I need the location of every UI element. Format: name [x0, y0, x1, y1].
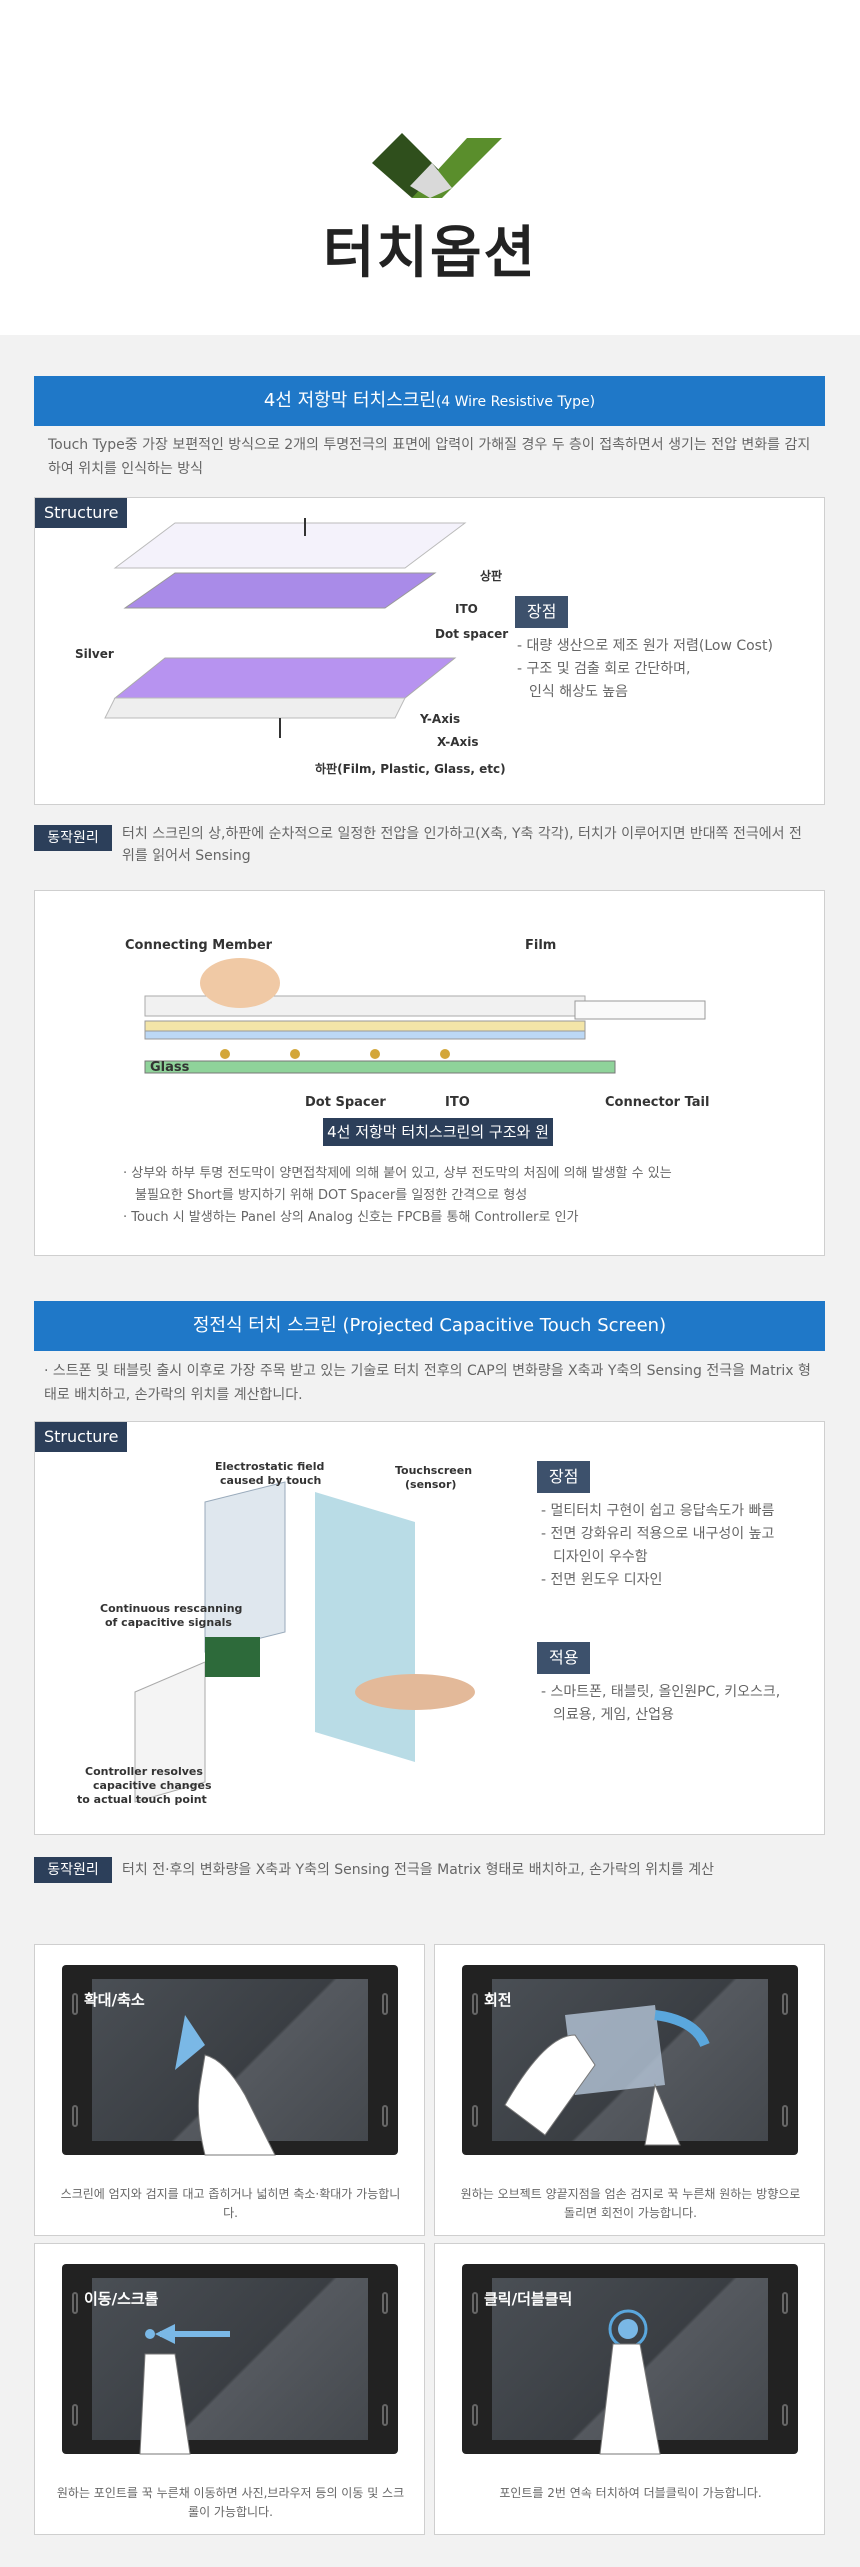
resistive-cross-section-diagram: Connecting Member Film Glass Dot Spacer … — [125, 938, 709, 1110]
gesture-description: 포인트를 2번 연속 터치하여 더블클릭이 가능합니다. — [499, 2486, 762, 2500]
hero-header: 터치옵션 — [0, 0, 860, 335]
resistive-structure-panel: Structure ITO Dot spacer Silver 상판 Y-Axi… — [34, 497, 825, 805]
rotate-hand-icon — [504, 2005, 710, 2146]
section-title: 4선 저항막 터치스크린 — [263, 390, 436, 411]
list-item: 불필요한 Short를 방지하기 위해 DOT Spacer를 일정한 간격으로… — [135, 1188, 528, 1203]
label-scan-2: of capacitive signals — [105, 1616, 232, 1629]
capacitive-advantages-list: - 멀티터치 구현이 쉽고 응답속도가 빠름 - 전면 강화유리 적용으로 내구… — [541, 1500, 831, 1592]
gesture-card-scroll: 이동/스크롤 원하는 포인트를 꾹 누른채 이동하면 사진,브라우저 등의 이동… — [34, 2243, 425, 2535]
page-title: 터치옵션 — [322, 221, 538, 286]
label-screen-1: Touchscreen — [395, 1464, 472, 1477]
gesture-card-zoom: 확대/축소 스크린에 엄지와 검지를 대고 좁히거나 넓히면 축소·확대가 가능… — [34, 1944, 425, 2236]
label-field-1: Electrostatic field — [215, 1460, 324, 1473]
list-item: 인식 해상도 높음 — [529, 684, 629, 700]
label-ito: ITO — [445, 1095, 470, 1110]
advantages-badge: 장점 — [515, 596, 569, 628]
gesture-description: 원하는 포인트를 꾹 누른채 이동하면 사진,브라우저 등의 이동 및 스크롤이… — [56, 2486, 405, 2519]
gesture-title: 클릭/더블클릭 — [484, 2290, 573, 2308]
label-x-axis: X-Axis — [437, 735, 479, 749]
double-tap-hand-icon — [599, 2309, 661, 2455]
label-scan-1: Continuous rescanning — [100, 1602, 242, 1615]
label-connecting-member: Connecting Member — [125, 938, 273, 953]
list-item: · 상부와 하부 투명 전도막이 양면접착제에 의해 붙어 있고, 상부 전도막… — [123, 1166, 672, 1181]
label-bottom-plate: 하판(Film, Plastic, Glass, etc) — [315, 761, 506, 776]
label-screen-2: (sensor) — [405, 1478, 456, 1491]
label-ito: ITO — [455, 602, 478, 616]
capacitive-structure-panel: Structure Electrostatic field caused by … — [34, 1421, 825, 1835]
label-film: Film — [525, 938, 556, 953]
list-item: - 구조 및 검출 회로 간단하며, — [517, 661, 691, 677]
structure-tag: Structure — [35, 498, 128, 528]
gesture-title: 회전 — [484, 1991, 512, 2009]
resistive-principle-text: 터치 스크린의 상,하판에 순차적으로 일정한 전압을 인가하고(X축, Y축 … — [122, 826, 802, 864]
gesture-card-rotate: 회전 원하는 오브젝트 양끝지점을 엄손 검지로 꾹 누른채 원하는 방향으로 … — [434, 1944, 825, 2236]
label-ctrl-2: capacitive changes — [93, 1779, 212, 1792]
structure-tag: Structure — [35, 1422, 128, 1452]
label-glass: Glass — [150, 1060, 190, 1075]
label-silver: Silver — [75, 647, 114, 661]
list-item: · Touch 시 발생하는 Panel 상의 Analog 신호는 FPCB를… — [123, 1210, 579, 1225]
label-field-2: caused by touch — [220, 1474, 321, 1487]
resistive-notes: · 상부와 하부 투명 전도막이 양면접착제에 의해 붙어 있고, 상부 전도막… — [123, 1163, 813, 1229]
list-item: - 멀티터치 구현이 쉽고 응답속도가 빠름 — [541, 1503, 775, 1519]
applications-badge: 적용 — [537, 1642, 591, 1674]
capacitive-intro: · 스트폰 및 태블릿 출시 이후로 가장 주목 받고 있는 기술로 터치 전후… — [44, 1363, 811, 1403]
label-dot-spacer: Dot Spacer — [305, 1095, 386, 1110]
list-item: - 전면 강화유리 적용으로 내구성이 높고 — [541, 1526, 775, 1542]
list-item: 의료용, 게임, 산업용 — [553, 1707, 674, 1723]
label-top-plate: 상판 — [480, 568, 502, 583]
label-y-axis: Y-Axis — [419, 712, 460, 726]
resistive-intro: Touch Type중 가장 보편적인 방식으로 2개의 투명전극의 표면에 압… — [48, 437, 811, 477]
gesture-screen — [62, 2264, 398, 2454]
principle-badge: 동작원리 — [34, 1857, 112, 1883]
scroll-hand-icon — [139, 2324, 230, 2455]
gesture-description: 원하는 오브젝트 양끝지점을 엄손 검지로 꾹 누른채 원하는 방향으로 돌리면… — [460, 2187, 801, 2220]
check-logo-icon — [372, 133, 502, 198]
capacitive-diagram: Electrostatic field caused by touch Touc… — [77, 1460, 475, 1806]
list-item: 디자인이 우수함 — [553, 1549, 648, 1565]
resistive-principle-panel: Connecting Member Film Glass Dot Spacer … — [34, 890, 825, 1256]
capacitive-applications-list: - 스마트폰, 태블릿, 올인원PC, 키오스크, 의료용, 게임, 산업용 — [541, 1681, 831, 1727]
diagram-caption: 4선 저항막 터치스크린의 구조와 원리 — [323, 1118, 553, 1169]
gesture-screen — [62, 1965, 398, 2155]
capacitive-principle-text: 터치 전·후의 변화량을 X축과 Y축의 Sensing 전극을 Matrix … — [122, 1862, 714, 1878]
section-subtitle: (4 Wire Resistive Type) — [435, 394, 596, 410]
list-item: - 스마트폰, 태블릿, 올인원PC, 키오스크, — [541, 1684, 781, 1700]
advantages-badge: 장점 — [537, 1461, 591, 1493]
list-item: - 대량 생산으로 제조 원가 저렴(Low Cost) — [517, 638, 773, 654]
principle-badge: 동작원리 — [34, 825, 112, 851]
gesture-card-click: 클릭/더블클릭 포인트를 2번 연속 터치하여 더블클릭이 가능합니다. — [434, 2243, 825, 2535]
gesture-title: 이동/스크롤 — [84, 2290, 159, 2308]
resistive-advantages-list: - 대량 생산으로 제조 원가 저렴(Low Cost) - 구조 및 검출 회… — [517, 635, 817, 704]
section-capacitive-header: 정전식 터치 스크린 (Projected Capacitive Touch S… — [34, 1301, 825, 1351]
pinch-hand-icon — [175, 2015, 276, 2156]
label-ctrl-1: Controller resolves — [85, 1765, 203, 1778]
label-dot-spacer: Dot spacer — [435, 627, 508, 641]
resistive-layer-diagram: ITO Dot spacer Silver 상판 Y-Axis X-Axis 하… — [75, 518, 508, 776]
label-connector-tail: Connector Tail — [605, 1095, 709, 1110]
list-item: - 전면 윈도우 디자인 — [541, 1572, 663, 1588]
label-ctrl-3: to actual touch point — [77, 1793, 207, 1806]
gesture-description: 스크린에 엄지와 검지를 대고 좁히거나 넓히면 축소·확대가 가능합니다. — [60, 2187, 401, 2220]
section-resistive-header: 4선 저항막 터치스크린(4 Wire Resistive Type) — [34, 376, 825, 426]
gesture-title: 확대/축소 — [84, 1991, 145, 2009]
